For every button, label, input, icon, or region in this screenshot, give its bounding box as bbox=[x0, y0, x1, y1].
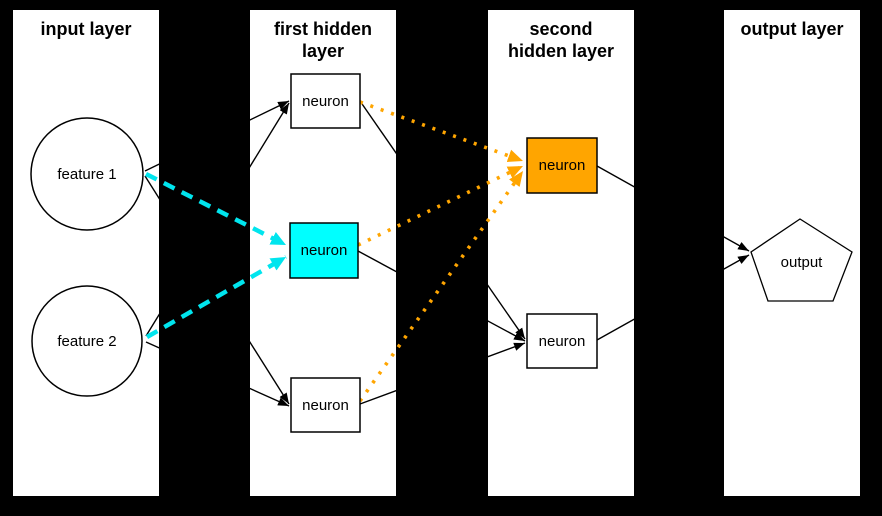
edge-h2neuron2-to-output bbox=[596, 254, 750, 341]
edge-h1neuron3-to-h2neuron2 bbox=[359, 342, 526, 405]
orange-highlight-edges bbox=[357, 100, 525, 403]
node-h2-neuron-1-label: neuron bbox=[538, 157, 586, 174]
node-h2-neuron-2 bbox=[526, 313, 598, 369]
edge-feature1-to-h1neuron2-highlight bbox=[144, 171, 288, 248]
title-output-layer-text: output layer bbox=[740, 19, 844, 39]
edge-feature1-to-h1neuron3 bbox=[144, 175, 290, 405]
edge-feature2-to-h1neuron1 bbox=[145, 102, 290, 337]
title-first-hidden-line2: layer bbox=[301, 41, 345, 61]
cyan-highlight-edges bbox=[144, 171, 288, 339]
edge-h2neuron1-to-output bbox=[596, 165, 750, 252]
edge-h1neuron1-to-h2neuron2 bbox=[359, 100, 526, 340]
edge-h1neuron3-to-h2neuron1-highlight bbox=[358, 169, 525, 403]
edge-feature1-to-h1neuron1 bbox=[144, 100, 290, 172]
node-feature-2-label: feature 2 bbox=[57, 332, 117, 350]
node-h1-neuron-2-cyan bbox=[289, 222, 359, 279]
node-feature-2 bbox=[31, 285, 143, 397]
title-input-layer: input layer bbox=[13, 18, 159, 40]
title-input-layer-text: input layer bbox=[40, 19, 132, 39]
node-output-pentagon bbox=[750, 218, 853, 302]
edge-feature2-to-h1neuron3 bbox=[145, 341, 290, 407]
nodes bbox=[30, 73, 853, 433]
node-h1-neuron-3-label: neuron bbox=[302, 396, 349, 414]
title-second-hidden-layer: second hidden layer bbox=[488, 18, 634, 62]
node-h2-neuron-1-orange bbox=[526, 137, 598, 194]
node-h1-neuron-3 bbox=[290, 377, 361, 433]
node-h1-neuron-2-label: neuron bbox=[300, 242, 348, 259]
title-second-hidden-line1: second bbox=[529, 19, 593, 39]
panel-second-hidden-layer bbox=[488, 10, 634, 496]
layer-panels bbox=[13, 10, 860, 496]
black-edges bbox=[144, 100, 750, 407]
title-first-hidden-layer: first hidden layer bbox=[250, 18, 396, 62]
node-feature-1 bbox=[30, 117, 144, 231]
node-feature-1-label: feature 1 bbox=[57, 165, 117, 183]
title-first-hidden-line1: first hidden bbox=[274, 19, 372, 39]
edge-feature2-to-h1neuron2-highlight bbox=[145, 255, 288, 339]
node-h2-neuron-2-label: neuron bbox=[538, 332, 586, 350]
title-output-layer: output layer bbox=[724, 18, 860, 40]
node-h1-neuron-1 bbox=[290, 73, 361, 129]
node-h1-neuron-1-label: neuron bbox=[302, 92, 349, 110]
title-second-hidden-line2: hidden layer bbox=[507, 41, 615, 61]
edge-h1neuron1-to-h2neuron1-highlight bbox=[359, 100, 524, 163]
edge-h1neuron2-to-h2neuron2 bbox=[357, 250, 526, 342]
panel-input-layer bbox=[13, 10, 159, 496]
node-output-label: output bbox=[780, 253, 823, 271]
